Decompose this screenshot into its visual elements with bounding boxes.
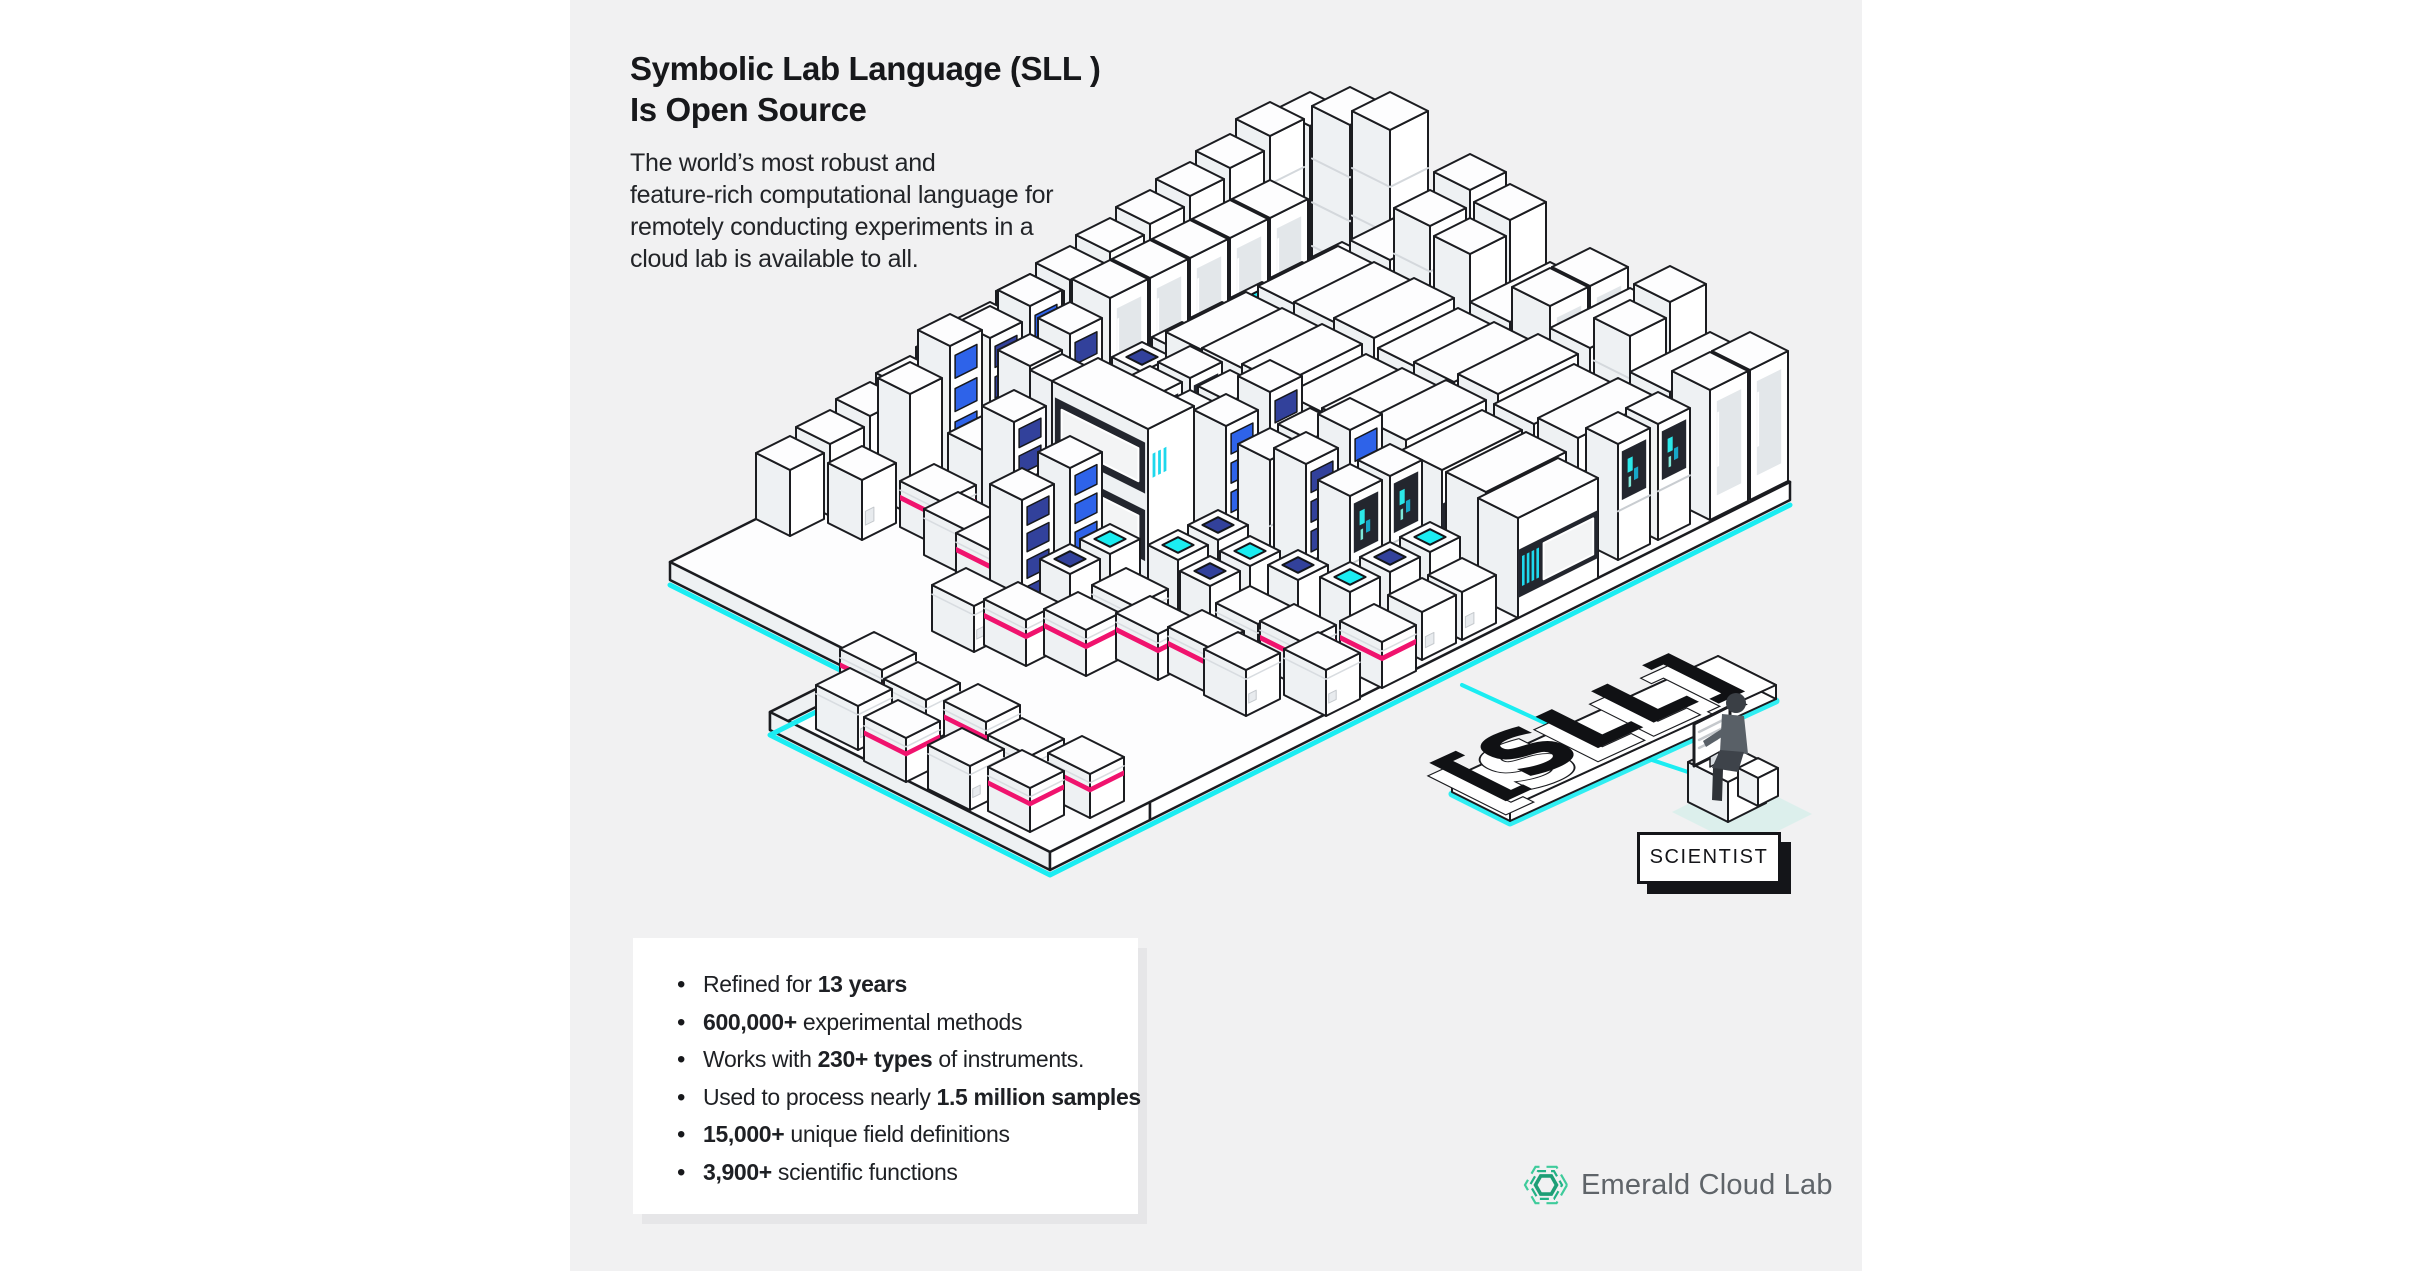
stats-card: Refined for 13 years600,000+ experimenta…: [633, 938, 1141, 1214]
page-title-line2: Is Open Source: [630, 91, 867, 128]
brand-name: Emerald Cloud Lab: [1581, 1168, 1833, 1201]
scientist-label: SCIENTIST: [1637, 832, 1781, 884]
header: Symbolic Lab Language (SLL ) Is Open Sou…: [630, 48, 1101, 275]
hexagon-logo-icon: [1523, 1165, 1569, 1205]
list-item: 15,000+ unique field definitions: [677, 1116, 1124, 1154]
list-item: 3,900+ scientific functions: [677, 1154, 1124, 1192]
page-title-line1: Symbolic Lab Language (SLL ): [630, 50, 1101, 87]
list-item: Works with 230+ types of instruments.: [677, 1041, 1124, 1079]
list-item: Used to process nearly 1.5 million sampl…: [677, 1079, 1141, 1117]
list-item: 600,000+ experimental methods: [677, 1004, 1124, 1042]
description: The world’s most robust and feature-rich…: [630, 149, 1054, 273]
stats-list: Refined for 13 years600,000+ experimenta…: [633, 938, 1141, 1192]
list-item: Refined for 13 years: [677, 966, 1124, 1004]
brand-lockup: Emerald Cloud Lab: [1522, 1161, 1833, 1209]
